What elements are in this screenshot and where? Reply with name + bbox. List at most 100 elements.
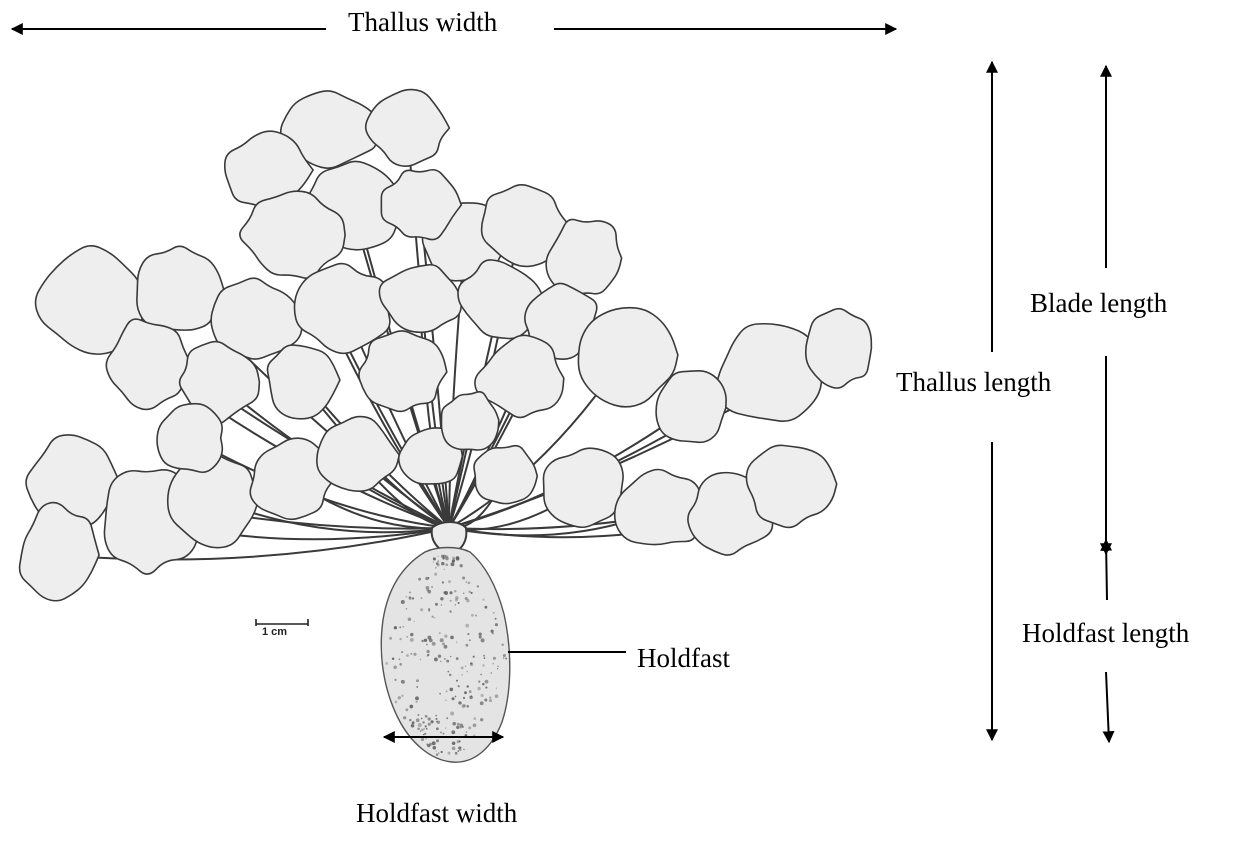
holdfast-shape bbox=[381, 548, 510, 763]
holdfast-dot bbox=[475, 615, 477, 617]
holdfast-dot bbox=[466, 581, 467, 582]
blade bbox=[268, 345, 340, 419]
holdfast-dot bbox=[452, 742, 456, 746]
holdfast-dot bbox=[426, 728, 428, 730]
holdfast-dot bbox=[409, 705, 413, 709]
holdfast-dot bbox=[417, 714, 419, 716]
holdfast-dot bbox=[415, 701, 417, 703]
holdfast-dot bbox=[421, 640, 423, 642]
holdfast-dot bbox=[456, 726, 459, 729]
holdfast-dot bbox=[432, 741, 436, 745]
holdfast-dot bbox=[493, 657, 496, 660]
holdfast-dot bbox=[435, 567, 437, 569]
holdfast-dot bbox=[436, 750, 437, 751]
holdfast-dot bbox=[445, 700, 446, 701]
holdfast-dot bbox=[446, 660, 449, 663]
holdfast-dot bbox=[450, 688, 454, 692]
holdfast-dot bbox=[448, 580, 451, 583]
holdfast-dot bbox=[431, 586, 433, 588]
holdfast-dot bbox=[447, 671, 449, 673]
holdfast-dot bbox=[410, 633, 413, 636]
holdfast-dot bbox=[452, 722, 456, 726]
holdfast-dot bbox=[466, 671, 468, 673]
holdfast-dot bbox=[450, 712, 454, 716]
holdfast-dot bbox=[413, 653, 416, 656]
holdfast-dot bbox=[501, 644, 503, 646]
holdfast-dot bbox=[416, 686, 418, 688]
holdfast-dot bbox=[445, 563, 448, 566]
holdfast-dot bbox=[409, 596, 411, 598]
holdfast-dot bbox=[469, 690, 472, 693]
holdfast-dot bbox=[473, 723, 477, 727]
holdfast-dot bbox=[465, 644, 468, 647]
blade-length-label: Blade length bbox=[1030, 290, 1167, 317]
holdfast-dot bbox=[482, 683, 485, 686]
holdfast-dot bbox=[455, 752, 458, 755]
holdfast-dot bbox=[442, 643, 445, 646]
holdfast-dot bbox=[444, 634, 447, 637]
holdfast-dot bbox=[468, 726, 471, 729]
holdfast-dot bbox=[440, 661, 441, 662]
holdfast-dot bbox=[455, 696, 457, 698]
holdfast-dot bbox=[449, 610, 451, 612]
holdfast-label: Holdfast bbox=[637, 645, 730, 672]
holdfast-width-label: Holdfast width bbox=[356, 800, 517, 827]
holdfast-dot bbox=[466, 731, 468, 733]
holdfast-dot bbox=[435, 715, 437, 717]
holdfast-dot bbox=[505, 658, 507, 660]
holdfast-dot bbox=[385, 662, 388, 665]
holdfast-dot bbox=[431, 720, 434, 723]
holdfast-dot bbox=[450, 600, 452, 602]
holdfast-dot bbox=[493, 612, 495, 614]
holdfast-dot bbox=[457, 723, 460, 726]
holdfast-length-arrow-up bbox=[1106, 540, 1107, 600]
holdfast-dot bbox=[441, 562, 445, 566]
holdfast-dot bbox=[438, 655, 441, 658]
holdfast-dot bbox=[425, 725, 427, 727]
holdfast-dot bbox=[433, 746, 437, 750]
holdfast-dot bbox=[484, 698, 487, 701]
holdfast-dot bbox=[428, 717, 431, 720]
holdfast-dot bbox=[401, 680, 405, 684]
holdfast-dot bbox=[497, 666, 498, 667]
holdfast-dot bbox=[456, 642, 457, 643]
holdfast-dot bbox=[436, 739, 439, 742]
holdfast-dot bbox=[434, 657, 438, 661]
holdfast-dot bbox=[496, 688, 497, 689]
holdfast-dot bbox=[469, 639, 471, 641]
holdfast-dot bbox=[434, 617, 436, 619]
holdfast-dot bbox=[462, 576, 465, 579]
holdfast-dot bbox=[439, 632, 441, 634]
holdfast-dot bbox=[440, 731, 442, 733]
holdfast-length-label: Holdfast length bbox=[1022, 620, 1189, 647]
holdfast-dot bbox=[466, 599, 470, 603]
holdfast-dot bbox=[421, 738, 424, 741]
holdfast-dot bbox=[446, 717, 448, 719]
holdfast-dot bbox=[449, 591, 452, 594]
holdfast-dot bbox=[408, 617, 412, 621]
holdfast-dot bbox=[433, 557, 436, 560]
thallus-width-label: Thallus width bbox=[348, 9, 497, 36]
holdfast-dot bbox=[429, 639, 433, 643]
holdfast-dot bbox=[398, 696, 401, 699]
holdfast-dot bbox=[441, 555, 444, 558]
holdfast-dot bbox=[412, 721, 415, 724]
holdfast-dot bbox=[426, 650, 429, 653]
holdfast-dot bbox=[399, 663, 402, 666]
holdfast-dot bbox=[421, 718, 423, 720]
blade bbox=[716, 324, 822, 421]
holdfast-dot bbox=[427, 654, 429, 656]
blade bbox=[746, 445, 836, 527]
holdfast-dot bbox=[465, 624, 469, 628]
holdfast-dot bbox=[420, 730, 421, 731]
holdfast-dot bbox=[449, 674, 452, 677]
holdfast-length-arrow-down bbox=[1106, 672, 1109, 742]
holdfast-dot bbox=[424, 733, 426, 735]
holdfast-dot bbox=[426, 588, 429, 591]
holdfast-dot bbox=[473, 717, 476, 720]
holdfast-dot bbox=[458, 746, 461, 749]
holdfast-dot bbox=[410, 653, 412, 655]
holdfast-dot bbox=[456, 657, 459, 660]
holdfast-dot bbox=[422, 721, 424, 723]
